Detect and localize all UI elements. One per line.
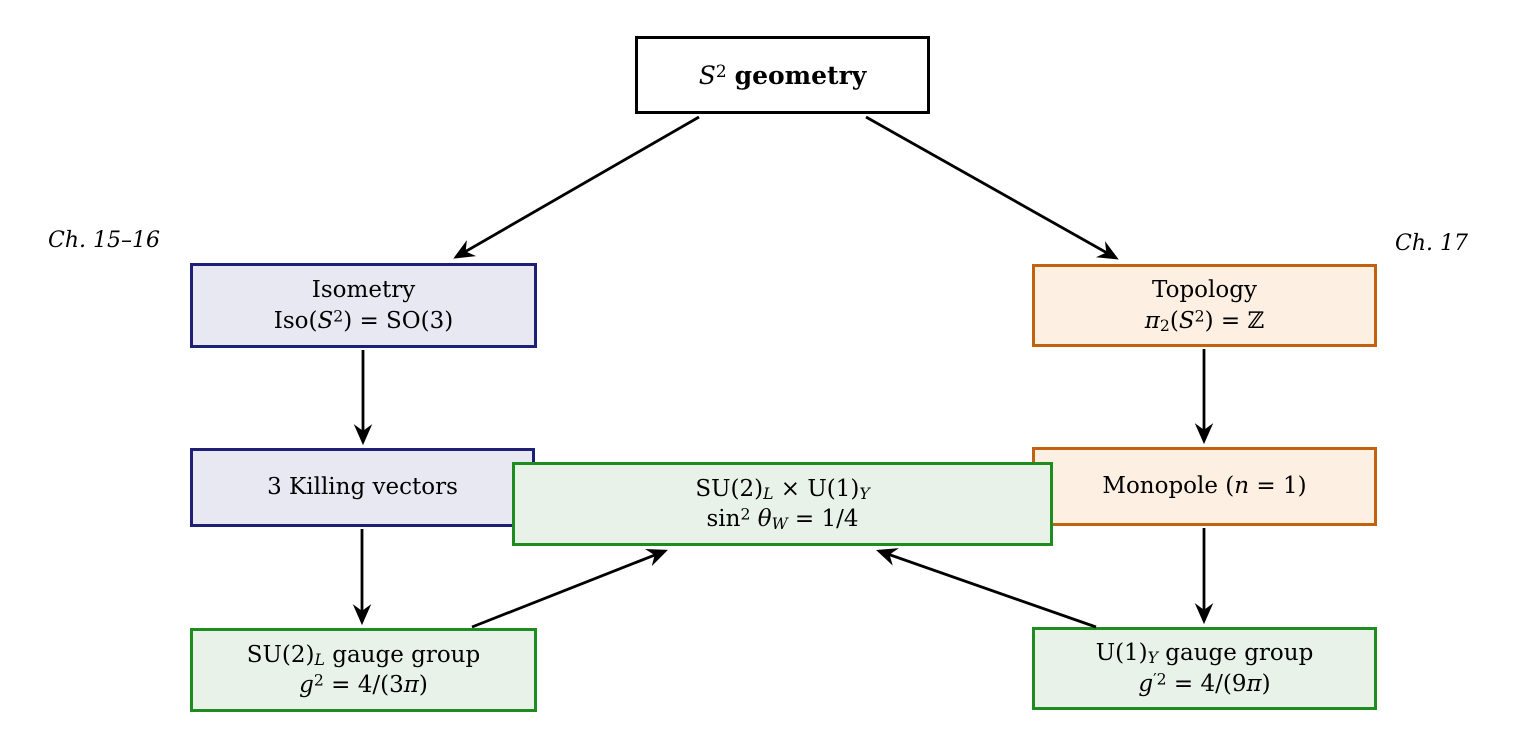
node-topology: Topology π2(S2) = ℤ <box>1032 264 1377 347</box>
node-monopole: Monopole (n = 1) <box>1032 447 1377 526</box>
node-isometry-line2: Iso(S2) = SO(3) <box>273 305 454 334</box>
node-isometry: Isometry Iso(S2) = SO(3) <box>190 263 537 348</box>
node-killing-vectors: 3 Killing vectors <box>190 448 535 527</box>
node-s2-geometry-label: S2 geometry <box>698 60 867 90</box>
arrow-su2-to-electroweak <box>471 548 668 629</box>
chapter-label-left: Ch. 15–16 <box>48 228 160 253</box>
arrow-geometry-to-isometry <box>453 115 700 259</box>
node-u1-line2: g′2 = 4/(9π) <box>1138 668 1271 697</box>
node-killing-vectors-label: 3 Killing vectors <box>267 474 458 501</box>
arrow-u1-to-electroweak <box>876 548 1097 629</box>
node-u1-gauge-group: U(1)Y gauge group g′2 = 4/(9π) <box>1032 627 1377 710</box>
node-monopole-label: Monopole (n = 1) <box>1102 473 1307 500</box>
node-su2-line1: SU(2)L gauge group <box>246 641 481 669</box>
node-electroweak-line2: sin2 θW = 1/4 <box>706 504 859 533</box>
node-s2-geometry: S2 geometry <box>635 36 930 114</box>
node-su2-gauge-group: SU(2)L gauge group g2 = 4/(3π) <box>190 628 537 712</box>
node-electroweak: SU(2)L × U(1)Y sin2 θW = 1/4 <box>512 462 1053 546</box>
node-topology-line2: π2(S2) = ℤ <box>1144 305 1265 335</box>
node-u1-line1: U(1)Y gauge group <box>1095 640 1314 667</box>
node-isometry-line1: Isometry <box>311 277 416 304</box>
arrow-geometry-to-topology <box>865 115 1119 260</box>
node-su2-line2: g2 = 4/(3π) <box>299 670 428 698</box>
chapter-label-right: Ch. 17 <box>1395 231 1468 256</box>
node-electroweak-line1: SU(2)L × U(1)Y <box>695 475 870 503</box>
node-topology-line1: Topology <box>1152 277 1257 304</box>
